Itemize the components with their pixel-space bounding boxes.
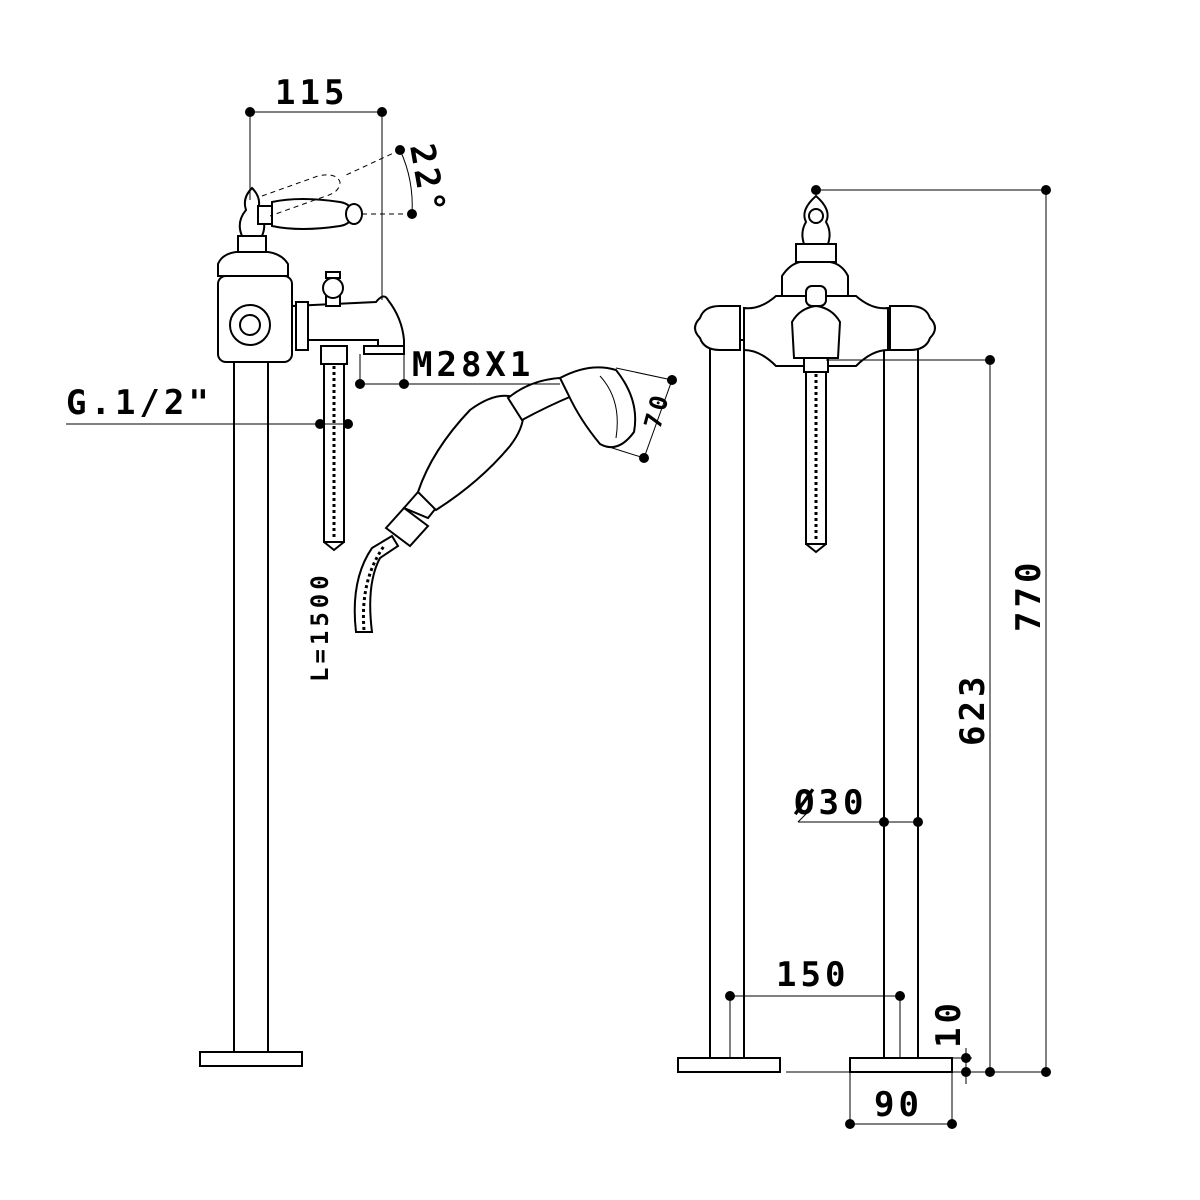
- dim-10: 10: [929, 999, 969, 1048]
- side-diverter-knob: [322, 277, 344, 299]
- front-finial-ring: [808, 208, 824, 224]
- front-spout: [790, 304, 842, 359]
- shower-hose-connector: [384, 506, 430, 548]
- side-supply-hose-end: [323, 541, 345, 552]
- front-pipe-right: [883, 339, 919, 1059]
- side-lever-handle: [271, 198, 354, 230]
- side-hose-nut: [320, 345, 348, 365]
- front-diverter: [805, 285, 827, 307]
- front-finial: [801, 194, 831, 245]
- dim-770: 770: [1009, 559, 1049, 632]
- dim-70: 70: [639, 389, 676, 432]
- front-supply-hose-end: [805, 543, 827, 554]
- front-base-plate-right: [849, 1057, 953, 1073]
- side-lever-rotated: [261, 174, 341, 217]
- side-lever-neck: [257, 205, 273, 225]
- side-view: [199, 174, 637, 1067]
- dim-623: 623: [953, 673, 993, 746]
- side-dimensions: 115 22° M28X1 G.1/2" 70 L=1500: [66, 73, 677, 682]
- dim-g-half-inch: G.1/2": [66, 383, 213, 423]
- front-view: [677, 194, 953, 1073]
- side-mixer-cap: [217, 251, 289, 277]
- side-mixer-body: [217, 275, 293, 363]
- side-mixer-knob-inner: [239, 314, 261, 336]
- dim-115: 115: [275, 73, 348, 113]
- dim-diameter-30: Ø30: [793, 783, 867, 823]
- dim-90: 90: [874, 1085, 923, 1125]
- side-cap-ring: [237, 235, 267, 253]
- side-base-plate: [199, 1051, 303, 1067]
- shower-hose-coil: [361, 545, 386, 631]
- front-base-plate-left: [677, 1057, 781, 1073]
- side-pipe: [233, 339, 269, 1053]
- side-diverter-cap: [325, 271, 341, 279]
- shower-hose: [353, 534, 400, 633]
- side-spout-outlet: [363, 345, 405, 355]
- shower-handle: [416, 394, 525, 512]
- front-dimensions: 770 623 10 Ø30 150 90: [725, 185, 1051, 1129]
- dim-hose-length: L=1500: [306, 571, 334, 682]
- dim-150: 150: [776, 955, 849, 995]
- side-spout-connector: [295, 301, 309, 351]
- front-hose-nut: [803, 357, 829, 373]
- side-mixer-knob-outer: [229, 304, 271, 346]
- front-side-knob-right: [889, 305, 936, 351]
- front-pipe-left: [709, 339, 745, 1059]
- front-side-knob-left: [694, 305, 741, 351]
- shower-head: [558, 366, 637, 448]
- front-crown-ring: [795, 243, 837, 263]
- shower-head-face: [599, 375, 618, 439]
- side-lever-tip: [345, 203, 363, 225]
- dim-m28x1: M28X1: [412, 345, 534, 385]
- dim-22-degrees: 22°: [401, 141, 453, 220]
